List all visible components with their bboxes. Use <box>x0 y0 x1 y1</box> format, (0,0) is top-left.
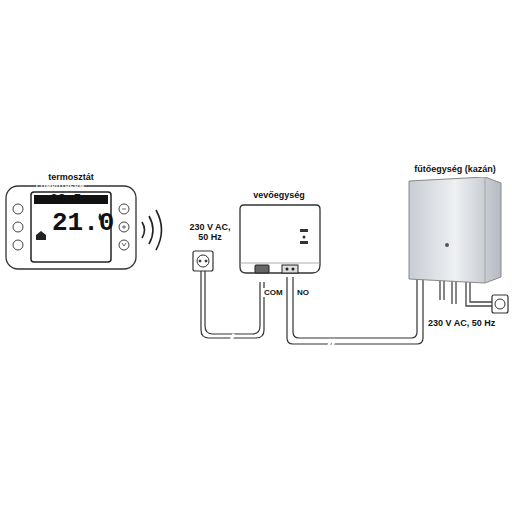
supply-label: 230 V AC, 50 Hz <box>428 318 495 328</box>
device-drawing <box>407 177 503 285</box>
display-text: 23.5 <box>50 193 81 208</box>
display-text: 21.0 <box>52 209 114 239</box>
terminal-label: NO <box>296 288 310 297</box>
display-text: COMPUTHERM <box>36 183 85 190</box>
power-cord <box>201 271 264 340</box>
device-body <box>236 203 322 277</box>
boiler: fűtőegység (kazán) <box>405 164 505 285</box>
node-heading: fűtőegység (kazán) <box>405 164 505 174</box>
wall-socket <box>193 251 213 271</box>
node-heading: termosztát <box>3 172 139 182</box>
radio-waves <box>142 210 162 250</box>
receiver-unit: vevőegység <box>234 190 324 277</box>
device-body <box>407 177 503 285</box>
device-drawing <box>236 203 322 277</box>
control-wire <box>287 277 423 347</box>
wall-socket <box>492 295 508 313</box>
terminal-label: COM <box>263 288 284 297</box>
supply-label: 230 V AC, 50 Hz <box>184 222 236 243</box>
node-heading: vevőegység <box>234 190 324 200</box>
